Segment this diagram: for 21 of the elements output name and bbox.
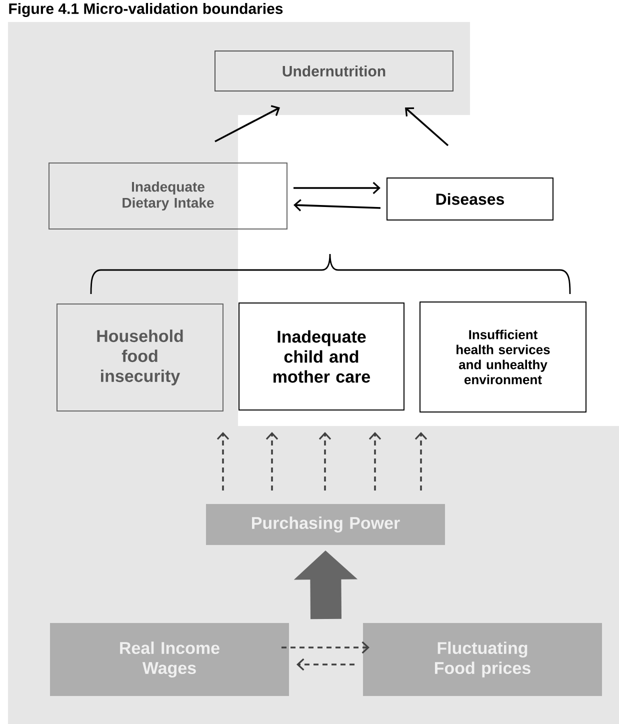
driver-box: Real Income Wages [50, 623, 289, 696]
factor-box: Inadequate child and mother care [238, 302, 404, 410]
arrow [368, 432, 382, 490]
outcome-box: Undernutrition [214, 50, 454, 92]
figure-title: Figure 4.1 Micro-validation boundaries [9, 2, 283, 18]
arrow [414, 432, 428, 490]
arrow [294, 182, 380, 194]
arrow [294, 199, 381, 212]
arrow [214, 105, 280, 142]
factor-box: Insufficient health services and unhealthy environment [420, 302, 586, 412]
arrow [318, 432, 332, 490]
arrow [216, 432, 230, 490]
arrow [405, 107, 449, 146]
cause-box: Diseases [386, 178, 554, 220]
cause-box: Inadequate Dietary Intake [48, 162, 288, 230]
arrow [266, 432, 278, 490]
driver-box: Fluctuating Food prices [363, 623, 602, 696]
arrow [296, 658, 354, 671]
factor-box: Household food insecurity [56, 304, 224, 412]
arrow [282, 641, 370, 654]
driver-box: Purchasing Power [206, 504, 445, 545]
